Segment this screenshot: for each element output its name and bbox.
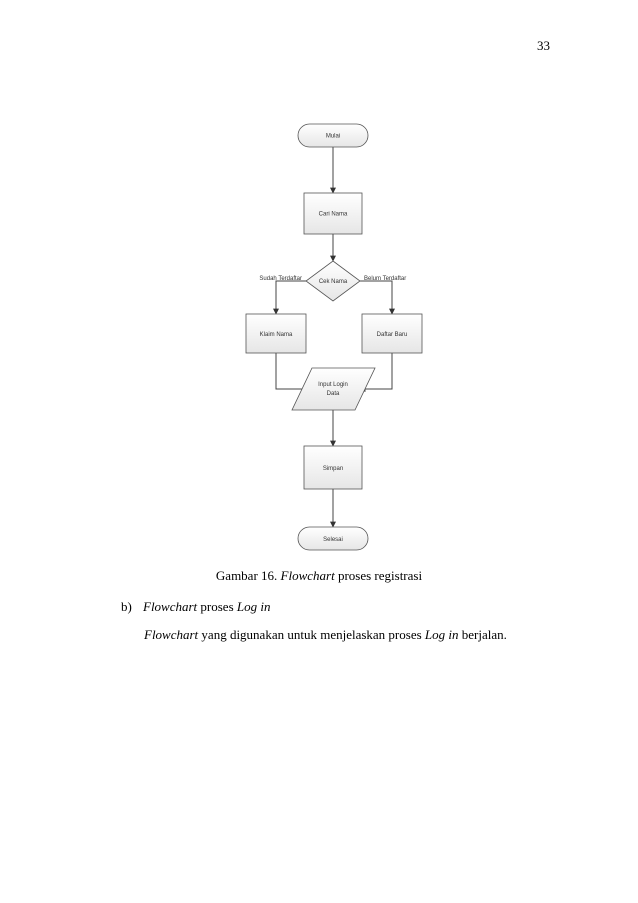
subheading: b)Flowchart proses Log in — [121, 599, 271, 614]
input-data-io — [291, 367, 376, 411]
start-label: Mulai — [326, 134, 340, 140]
claim-label: Klaim Nama — [260, 332, 293, 338]
edge-register-input — [359, 353, 393, 392]
list-marker: b) — [121, 599, 132, 614]
edge-decision-register — [360, 280, 395, 315]
body-paragraph: Flowchart yang digunakan untuk menjelask… — [144, 627, 507, 642]
register-label: Daftar Baru — [377, 332, 408, 338]
input-label-line2: Data — [327, 391, 340, 397]
register-process — [361, 313, 423, 354]
save-label: Simpan — [323, 466, 343, 472]
right-branch-label: Belum Terdaftar — [364, 276, 406, 282]
end-label: Selesai — [323, 537, 343, 543]
edge-decision-claim — [273, 280, 306, 315]
check-decision — [305, 260, 361, 302]
figure-caption: Gambar 16. Flowchart proses registrasi — [215, 568, 423, 583]
search-label: Cari Nama — [319, 212, 348, 218]
end-terminator — [297, 526, 369, 551]
search-process — [303, 192, 363, 235]
registration-flowchart: Mulai Cari Nama Cek Nama Klaim Nama Daft… — [245, 123, 423, 551]
claim-process — [245, 313, 307, 354]
input-label-line1: Input Login — [318, 382, 348, 388]
edge-claim-input — [275, 353, 312, 392]
page-number: 33 — [537, 38, 550, 53]
start-terminator — [297, 123, 369, 148]
decision-label: Cek Nama — [319, 279, 348, 285]
left-branch-label: Sudah Terdaftar — [259, 276, 302, 282]
save-process — [303, 445, 363, 490]
